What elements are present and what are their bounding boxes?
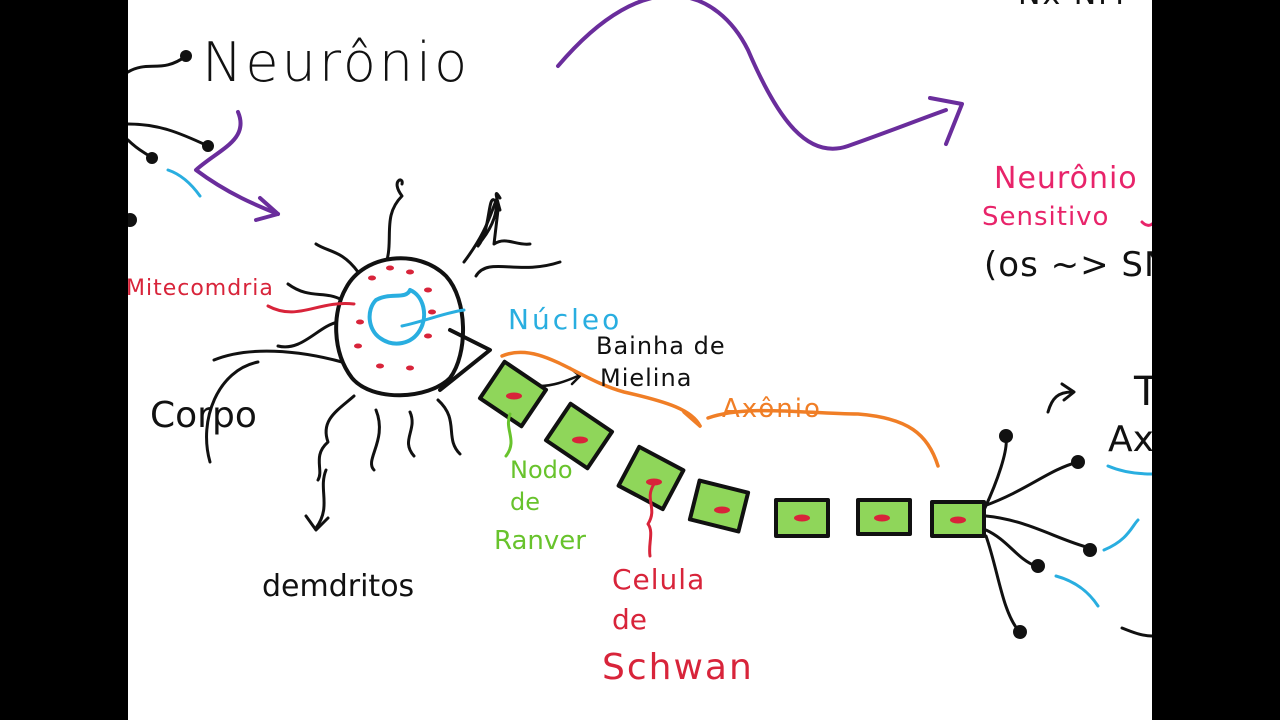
title-arrow xyxy=(194,110,280,222)
neuron-drawing xyxy=(128,0,1152,639)
axon-hillock xyxy=(438,328,492,392)
right-blue-strokes xyxy=(1054,464,1152,608)
mitocondria-pointer xyxy=(266,302,356,314)
nucleo-pointer xyxy=(400,308,466,328)
label-bainha-line2: Mielina xyxy=(600,364,693,392)
schwann-cell xyxy=(616,444,686,512)
label-dendritos: demdritos xyxy=(262,569,415,604)
schwann-cell xyxy=(856,498,912,536)
schwann-cell xyxy=(930,500,986,538)
cell-body xyxy=(334,256,466,398)
whiteboard: Neurônio Mitecomdria Corpo demdritos Núc… xyxy=(128,0,1152,720)
nodo-pointer xyxy=(504,412,513,458)
celula-pointer xyxy=(646,482,656,558)
axon-terminals xyxy=(982,382,1152,639)
small-blue-stroke xyxy=(166,168,202,198)
corpo-pointer xyxy=(205,360,260,464)
label-nodo-line1: Nodo xyxy=(510,456,573,484)
dendrite-pointer xyxy=(304,468,330,532)
sensitivo-pointer xyxy=(1140,220,1152,227)
schwann-cell xyxy=(774,498,830,538)
label-snc: (os ~> SNC xyxy=(984,245,1152,285)
label-nodo-line3: Ranver xyxy=(494,526,586,556)
myelin-sheath xyxy=(477,359,986,538)
label-nodo-line2: de xyxy=(510,488,540,516)
label-terminacao-line1: Ter xyxy=(1134,369,1152,415)
label-terminacao-line2: Ax xyxy=(1108,419,1152,460)
top-curved-arrow xyxy=(556,0,964,151)
label-bainha-line1: Bainha de xyxy=(596,332,726,360)
label-axonio: Axônio xyxy=(722,394,822,424)
label-celula-line3: Schwan xyxy=(602,647,754,688)
schwann-cell xyxy=(687,478,751,534)
page-title: Neurônio xyxy=(202,31,471,94)
label-neuronio-sensitivo-line2: Sensitivo xyxy=(982,202,1110,232)
label-nucleo: Núcleo xyxy=(508,303,623,336)
schwann-cell xyxy=(477,359,549,429)
schwann-cell xyxy=(543,401,615,471)
label-corpo: Corpo xyxy=(150,395,257,436)
label-mitocondria: Mitecomdria xyxy=(128,276,274,301)
left-partial-neuron xyxy=(128,50,214,227)
dendrites xyxy=(212,178,562,482)
label-celula-line2: de xyxy=(612,603,647,636)
axonio-pointer xyxy=(500,350,940,468)
label-neuronio-sensitivo-line1: Neurônio xyxy=(994,161,1138,196)
label-top-fragment: Nx NM xyxy=(1018,0,1126,10)
label-celula-line1: Celula xyxy=(612,563,706,596)
